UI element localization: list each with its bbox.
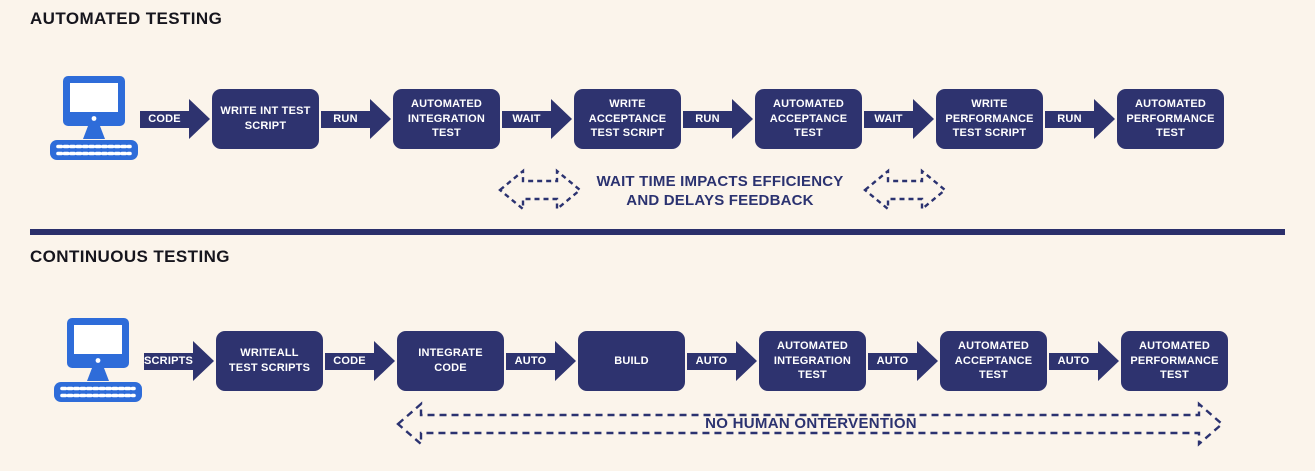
flow-arrow-wait: WAIT [502, 99, 572, 139]
arrow-head-icon [732, 99, 753, 139]
arrow-head-icon [1098, 341, 1119, 381]
arrow-bar: SCRIPTS [144, 352, 194, 370]
flow-step-automated-performance-test: AUTOMATED PERFORMANCE TEST [1121, 331, 1228, 391]
flow-arrow-run: RUN [1045, 99, 1115, 139]
flow-arrow-code: CODE [325, 341, 395, 381]
no-human-intervention-annotation: NO HUMAN ONTERVENTION [395, 401, 1227, 447]
arrow-bar: AUTO [506, 352, 555, 370]
arrow-head-icon [555, 341, 576, 381]
arrow-bar: RUN [321, 110, 370, 128]
arrow-label: WAIT [874, 113, 903, 125]
no-human-intervention-label: NO HUMAN ONTERVENTION [705, 415, 917, 432]
flow-step-write-performance-test-script: WRITE PERFORMANCE TEST SCRIPT [936, 89, 1043, 149]
flow-step-label: WRITEALL TEST SCRIPTS [228, 347, 311, 374]
flow-arrow-auto: AUTO [1049, 341, 1119, 381]
arrow-label: AUTO [876, 355, 909, 367]
arrow-bar: RUN [683, 110, 732, 128]
flow-step-label: WRITE INT TEST SCRIPT [220, 105, 311, 132]
arrow-label: AUTO [514, 355, 547, 367]
arrow-label: SCRIPTS [144, 355, 194, 367]
arrow-label: WAIT [512, 113, 541, 125]
arrow-label: RUN [333, 113, 358, 125]
flow-step-automated-acceptance-test: AUTOMATED ACCEPTANCE TEST [940, 331, 1047, 391]
flow-step-label: WRITE ACCEPTANCE TEST SCRIPT [588, 98, 667, 140]
arrow-head-icon [551, 99, 572, 139]
flow-step-label: AUTOMATED PERFORMANCE TEST [1126, 98, 1215, 140]
flow-step-automated-integration-test: AUTOMATED INTEGRATION TEST [759, 331, 866, 391]
wait-time-note-line1: WAIT TIME IMPACTS EFFICIENCY [596, 173, 844, 190]
computer-icon [54, 318, 142, 404]
flow-step-build: BUILD [578, 331, 685, 391]
arrow-bar: WAIT [864, 110, 913, 128]
arrow-bar: AUTO [1049, 352, 1098, 370]
arrow-bar: AUTO [687, 352, 736, 370]
flow-step-automated-integration-test: AUTOMATED INTEGRATION TEST [393, 89, 500, 149]
flow-arrow-run: RUN [683, 99, 753, 139]
arrow-head-icon [917, 341, 938, 381]
arrow-head-icon [736, 341, 757, 381]
flow-step-write-acceptance-test-script: WRITE ACCEPTANCE TEST SCRIPT [574, 89, 681, 149]
arrow-bar: AUTO [868, 352, 917, 370]
flow-arrow-code: CODE [140, 99, 210, 139]
arrow-bar: CODE [325, 352, 374, 370]
flow-step-integrate-code: INTEGRATE CODE [397, 331, 504, 391]
automated-section-title: AUTOMATED TESTING [30, 9, 223, 28]
dashed-double-arrow-icon [862, 168, 948, 212]
flow-arrow-wait: WAIT [864, 99, 934, 139]
flow-arrow-scripts: SCRIPTS [144, 341, 215, 381]
flow-step-label: AUTOMATED INTEGRATION TEST [407, 98, 486, 140]
continuous-flow-row: SCRIPTS WRITEALL TEST SCRIPTS CODE INTEG… [54, 318, 1228, 404]
arrow-label: RUN [1057, 113, 1082, 125]
flow-step-label: BUILD [614, 354, 649, 367]
arrow-bar: WAIT [502, 110, 551, 128]
flow-arrow-auto: AUTO [868, 341, 938, 381]
flow-arrow-auto: AUTO [506, 341, 576, 381]
wait-time-note-line2: AND DELAYS FEEDBACK [626, 191, 814, 209]
flow-step-write-int-test-script: WRITE INT TEST SCRIPT [212, 89, 319, 149]
arrow-head-icon [189, 99, 210, 139]
dashed-double-arrow-icon [497, 168, 583, 212]
arrow-label: RUN [695, 113, 720, 125]
flow-step-writeall-test-scripts: WRITEALL TEST SCRIPTS [216, 331, 323, 391]
flow-step-label: AUTOMATED ACCEPTANCE TEST [954, 340, 1033, 382]
flow-step-label: AUTOMATED INTEGRATION TEST [773, 340, 852, 382]
automated-flow-row: CODE WRITE INT TEST SCRIPT RUN AUTOMATED… [50, 76, 1224, 162]
flow-arrow-run: RUN [321, 99, 391, 139]
arrow-head-icon [913, 99, 934, 139]
arrow-head-icon [193, 341, 215, 381]
arrow-head-icon [1094, 99, 1115, 139]
arrow-label: CODE [148, 113, 181, 125]
arrow-label: AUTO [1057, 355, 1090, 367]
flow-step-label: AUTOMATED ACCEPTANCE TEST [769, 98, 848, 140]
continuous-section-title: CONTINUOUS TESTING [30, 247, 230, 266]
arrow-bar: RUN [1045, 110, 1094, 128]
arrow-head-icon [370, 99, 391, 139]
section-divider [30, 229, 1285, 235]
computer-icon [50, 76, 138, 162]
wait-time-note: WAIT TIME IMPACTS EFFICIENCY AND DELAYS … [545, 173, 895, 211]
flow-arrow-auto: AUTO [687, 341, 757, 381]
arrow-head-icon [374, 341, 395, 381]
dashed-double-arrow-icon [396, 401, 1224, 447]
arrow-bar: CODE [140, 110, 189, 128]
flow-step-label: WRITE PERFORMANCE TEST SCRIPT [945, 98, 1034, 140]
flow-step-label: INTEGRATE CODE [418, 347, 483, 374]
flow-step-automated-acceptance-test: AUTOMATED ACCEPTANCE TEST [755, 89, 862, 149]
arrow-label: AUTO [695, 355, 728, 367]
flow-step-automated-performance-test: AUTOMATED PERFORMANCE TEST [1117, 89, 1224, 149]
flow-step-label: AUTOMATED PERFORMANCE TEST [1130, 340, 1219, 382]
arrow-label: CODE [333, 355, 366, 367]
